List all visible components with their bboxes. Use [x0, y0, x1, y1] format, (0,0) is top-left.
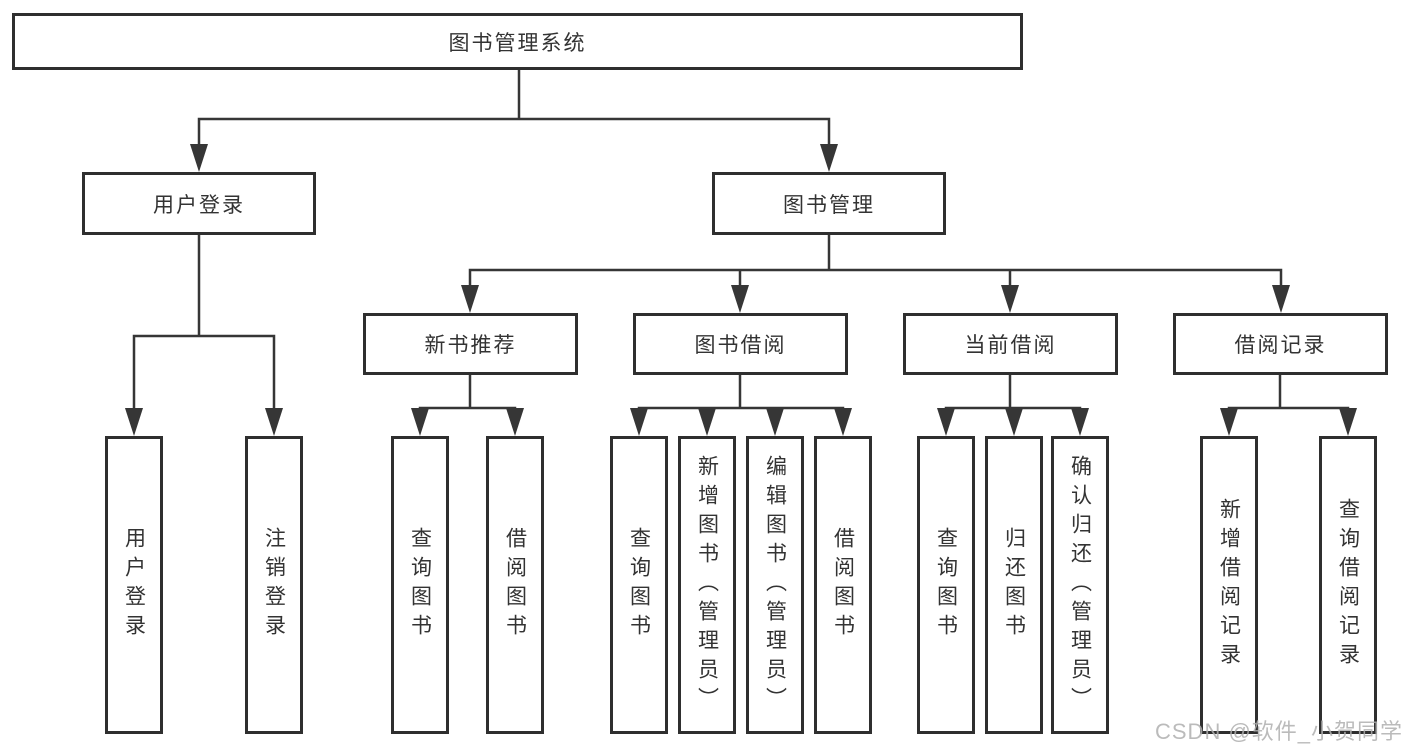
leaf-query-borrow-record: 查询借阅记录	[1319, 436, 1377, 734]
leaf-query-books-recommend: 查询图书	[391, 436, 449, 734]
leaf-edit-book-admin-label: 编辑图书（管理员）	[763, 454, 787, 716]
leaf-borrow-books-recommend-label: 借阅图书	[503, 527, 527, 643]
node-book-borrowing: 图书借阅	[633, 313, 848, 375]
leaf-user-login-label: 用户登录	[122, 527, 146, 643]
csdn-watermark: CSDN @软件_小贺同学	[1155, 719, 1404, 744]
leaf-add-book-admin-label: 新增图书（管理员）	[695, 454, 719, 716]
leaf-edit-book-admin: 编辑图书（管理员）	[746, 436, 804, 734]
leaf-logout: 注销登录	[245, 436, 303, 734]
node-book-management: 图书管理	[712, 172, 946, 235]
node-book-management-label: 图书管理	[783, 193, 875, 217]
node-new-book-recommend: 新书推荐	[363, 313, 578, 375]
node-current-borrowing: 当前借阅	[903, 313, 1118, 375]
leaf-borrow-books: 借阅图书	[814, 436, 872, 734]
node-new-book-recommend-label: 新书推荐	[424, 334, 517, 357]
leaf-query-borrow-record-label: 查询借阅记录	[1336, 498, 1360, 672]
leaf-confirm-return-admin-label: 确认归还（管理员）	[1068, 454, 1092, 716]
node-user-login: 用户登录	[82, 172, 316, 235]
leaf-user-login: 用户登录	[105, 436, 163, 734]
leaf-query-books-current-label: 查询图书	[934, 527, 958, 643]
arrowheads	[125, 144, 1357, 436]
leaf-confirm-return-admin: 确认归还（管理员）	[1051, 436, 1109, 734]
leaf-borrow-books-label: 借阅图书	[831, 527, 855, 643]
node-current-borrowing-label: 当前借阅	[964, 334, 1057, 357]
node-borrow-records-label: 借阅记录	[1234, 334, 1327, 357]
leaf-add-borrow-record: 新增借阅记录	[1200, 436, 1258, 734]
node-user-login-label: 用户登录	[153, 193, 245, 217]
leaf-logout-label: 注销登录	[262, 527, 286, 643]
leaf-return-book-label: 归还图书	[1002, 527, 1026, 643]
leaf-query-books-current: 查询图书	[917, 436, 975, 734]
node-root-system: 图书管理系统	[12, 13, 1023, 70]
leaf-return-book: 归还图书	[985, 436, 1043, 734]
node-root-label: 图书管理系统	[448, 31, 587, 55]
node-borrow-records: 借阅记录	[1173, 313, 1388, 375]
leaf-query-books-borrow-label: 查询图书	[627, 527, 651, 643]
node-book-borrowing-label: 图书借阅	[694, 334, 787, 357]
leaf-query-books-borrow: 查询图书	[610, 436, 668, 734]
leaf-borrow-books-recommend: 借阅图书	[486, 436, 544, 734]
leaf-add-borrow-record-label: 新增借阅记录	[1217, 498, 1241, 672]
leaf-query-books-recommend-label: 查询图书	[408, 527, 432, 643]
leaf-add-book-admin: 新增图书（管理员）	[678, 436, 736, 734]
